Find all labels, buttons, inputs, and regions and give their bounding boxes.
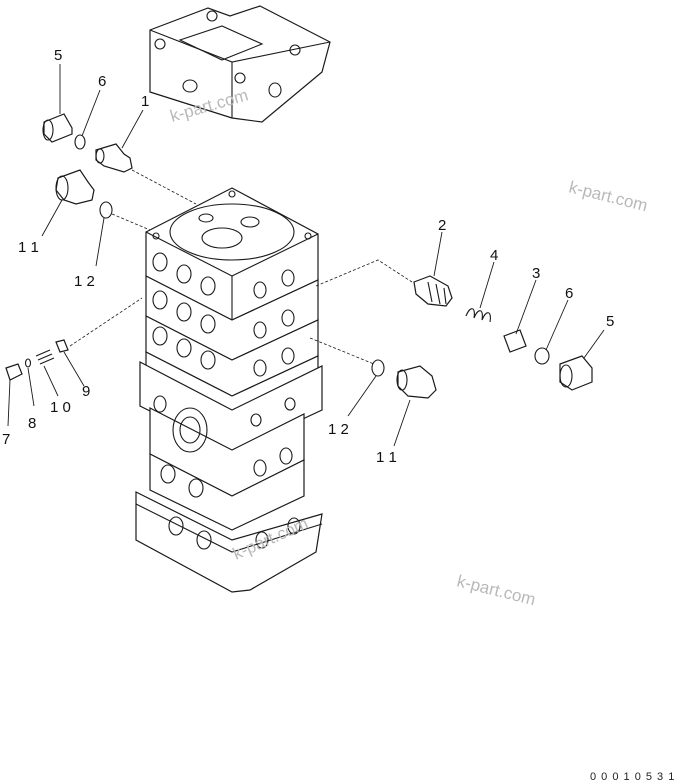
callout-11-right: 1 1	[376, 449, 397, 466]
watermark-bottom: k-part.com	[455, 571, 538, 609]
drawing-number: 0 0 0 1 0 5 3 1	[590, 771, 674, 783]
callout-5-top: 5	[54, 47, 62, 64]
callout-11-left: 1 1	[18, 239, 39, 256]
callouts: 5 6 1 1 1 1 2 2 4 3 6 5 9 1 0 8 7 1 2 1 …	[2, 47, 614, 466]
callout-8: 8	[28, 415, 36, 432]
leader-lines	[7, 64, 605, 447]
callout-6-top: 6	[98, 73, 106, 90]
callout-5-right: 5	[606, 313, 614, 330]
callout-3: 3	[532, 265, 540, 282]
callout-12-right: 1 2	[328, 421, 349, 438]
callout-2: 2	[438, 217, 446, 234]
watermark-right: k-part.com	[567, 177, 650, 215]
callout-10: 1 0	[50, 399, 71, 416]
valve-body-stack	[135, 187, 323, 593]
callout-4: 4	[490, 247, 498, 264]
callout-7: 7	[2, 431, 10, 448]
callout-6-right: 6	[565, 285, 573, 302]
left-parts	[5, 113, 133, 381]
right-parts	[371, 275, 593, 399]
assembly-lines	[69, 169, 413, 365]
callout-12-left: 1 2	[74, 273, 95, 290]
callout-1: 1	[141, 93, 149, 110]
callout-9: 9	[82, 383, 90, 400]
top-cover-plate	[149, 5, 331, 123]
